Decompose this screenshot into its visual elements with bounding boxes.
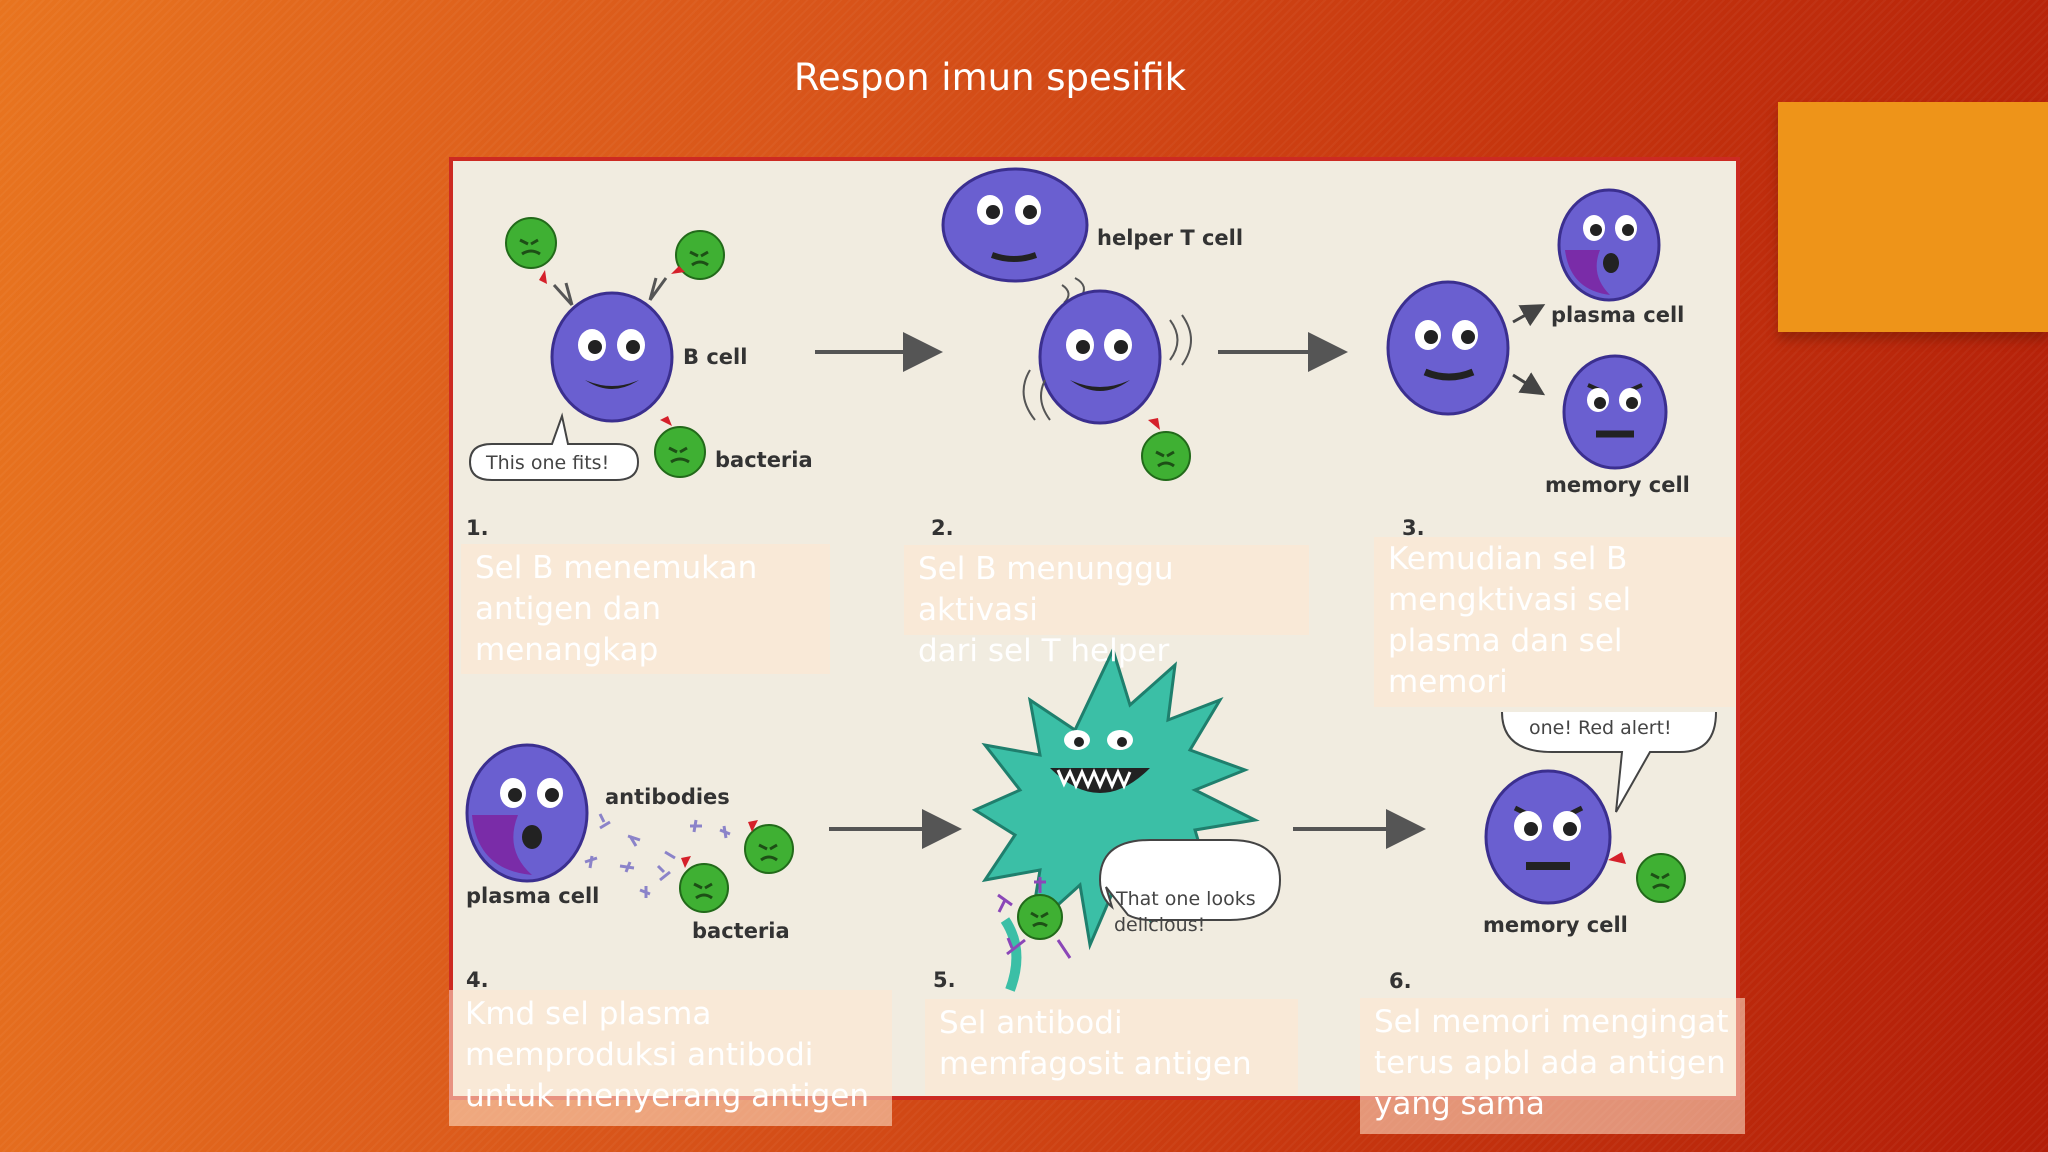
svg-text:one! Red alert!: one! Red alert! <box>1529 717 1672 739</box>
phagocyte-icon <box>971 645 1260 992</box>
memory-cell-icon <box>1562 354 1668 470</box>
b-cell-icon <box>1038 289 1162 425</box>
helper-t-cell-label: helper T cell <box>1097 226 1243 250</box>
antigen-marker <box>660 416 672 426</box>
speech-bubble: one! Red alert! <box>1501 711 1717 813</box>
caption-step-4: Kmd sel plasma memproduksi antibodi untu… <box>449 990 892 1126</box>
antigen-marker <box>681 856 691 868</box>
b-cell-icon <box>1386 280 1510 416</box>
bacteria-icon <box>505 217 557 269</box>
antibodies-icon <box>584 813 731 898</box>
svg-text:This one fits!: This one fits! <box>485 452 609 474</box>
antigen-marker <box>1148 418 1160 430</box>
plasma-cell-label: plasma cell <box>466 884 599 908</box>
helper-t-cell-icon <box>941 167 1089 283</box>
antibodies-label: antibodies <box>605 785 730 809</box>
antibodies-icon <box>997 877 1072 959</box>
bacteria-icon <box>1141 431 1191 481</box>
arrow <box>1512 372 1546 396</box>
plasma-cell-label: plasma cell <box>1551 303 1684 327</box>
caption-step-2: Sel B menunggu aktivasi dari sel T helpe… <box>904 545 1309 669</box>
svg-text:delicious!: delicious! <box>1114 914 1205 936</box>
memory-cell-label: memory cell <box>1545 473 1690 497</box>
bacteria-label: bacteria <box>692 919 790 943</box>
bacteria-icon <box>675 230 725 280</box>
step-number: 3. <box>1402 516 1425 540</box>
motion-lines <box>1022 314 1192 421</box>
bacteria-icon <box>654 426 706 478</box>
bacteria-icon <box>679 863 729 913</box>
bacteria-icon <box>744 824 794 874</box>
bacteria-label: bacteria <box>715 448 813 472</box>
memory-cell-icon <box>1484 769 1612 905</box>
step-number: 6. <box>1389 969 1412 993</box>
antigen-marker <box>748 820 758 832</box>
caption-step-5: Sel antibodi memfagosit antigen <box>925 999 1298 1095</box>
caption-step-3: Kemudian sel B mengktivasi sel plasma da… <box>1374 537 1735 707</box>
antigen-marker <box>539 270 547 284</box>
step-number: 2. <box>931 516 954 540</box>
antigen-marker <box>671 266 685 274</box>
arrow <box>1512 304 1546 327</box>
b-cell-label: B cell <box>683 345 747 369</box>
memory-cell-label: memory cell <box>1483 913 1628 937</box>
plasma-cell-icon <box>1557 188 1661 302</box>
caption-step-1: Sel B menemukan antigen dan menangkap <box>461 544 830 674</box>
antigen-marker <box>1608 852 1626 864</box>
caption-step-6: Sel memori mengingat terus apbl ada anti… <box>1360 998 1745 1134</box>
speech-bubble: That one looks delicious! <box>1098 839 1282 936</box>
step-number: 4. <box>466 968 489 992</box>
bacteria-icon <box>1017 894 1063 940</box>
svg-text:That one looks: That one looks <box>1115 888 1256 910</box>
speech-bubble: This one fits! <box>468 412 640 481</box>
slide-title: Respon imun spesifik <box>793 56 1187 99</box>
accent-rectangle <box>1778 102 2048 332</box>
step-number: 1. <box>466 516 489 540</box>
b-cell-icon <box>550 291 674 423</box>
bacteria-icon <box>1636 853 1686 903</box>
b-cell-receptor <box>552 277 668 307</box>
plasma-cell-icon <box>465 743 589 883</box>
step-number: 5. <box>933 968 956 992</box>
